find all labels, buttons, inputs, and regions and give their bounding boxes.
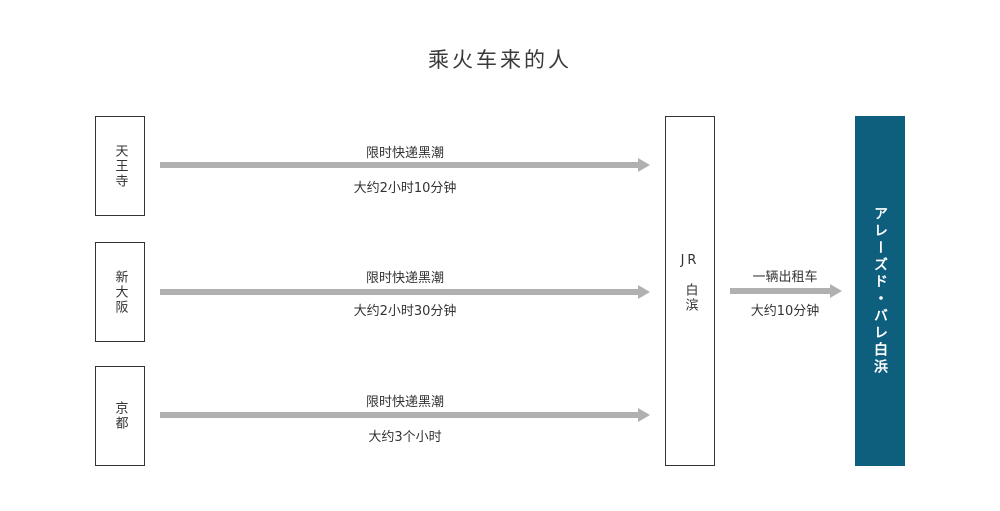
transfer-arrow	[730, 284, 842, 298]
hub-station-label: 白滨	[682, 283, 698, 313]
route-label: 限时快递黑潮	[365, 395, 444, 410]
hub-station-jr-shirahama: JR 白滨	[665, 116, 715, 466]
duration-label: 大约2小时10分钟	[353, 181, 457, 196]
origin-station-kyoto: 京都	[95, 366, 145, 466]
transfer-duration-label: 大约10分钟	[750, 304, 820, 319]
page-title: 乘火车来的人	[428, 48, 572, 72]
origin-station-label: 天王寺	[112, 143, 128, 189]
duration-label: 大约3个小时	[368, 430, 442, 445]
route-label: 限时快递黑潮	[365, 271, 444, 286]
origin-station-tennoji: 天王寺	[95, 116, 145, 216]
origin-station-shin-osaka: 新大阪	[95, 242, 145, 342]
route-label: 限时快递黑潮	[365, 146, 444, 161]
destination-label: アレーズド・バレ白浜	[872, 206, 888, 376]
route-arrow	[160, 285, 650, 299]
destination-hotel: アレーズド・バレ白浜	[855, 116, 905, 466]
hub-line-label: JR	[680, 253, 700, 268]
origin-station-label: 新大阪	[112, 269, 128, 315]
transfer-mode-label: 一辆出租车	[752, 270, 818, 285]
duration-label: 大约2小时30分钟	[353, 304, 457, 319]
origin-station-label: 京都	[112, 401, 128, 431]
route-arrow	[160, 158, 650, 172]
route-arrow	[160, 408, 650, 422]
